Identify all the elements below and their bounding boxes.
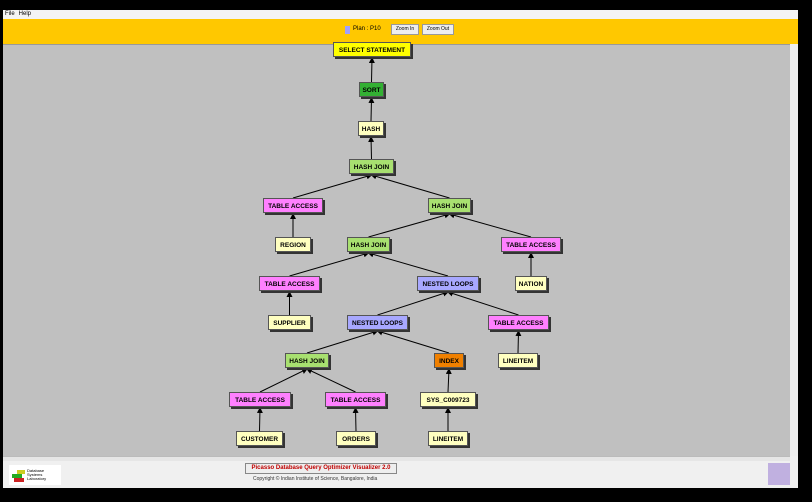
plan-node-lineitem[interactable]: LINEITEM	[498, 353, 538, 368]
plan-node-sort[interactable]: SORT	[359, 82, 384, 97]
svg-text:Database: Database	[27, 468, 45, 473]
svg-text:Laboratory: Laboratory	[27, 476, 46, 481]
zoom-out-button[interactable]: Zoom Out	[422, 24, 454, 35]
plan-edges	[256, 57, 534, 432]
plan-edge	[368, 136, 375, 160]
plan-node-hash-join[interactable]: HASH JOIN	[428, 198, 471, 213]
plan-node-hash-join[interactable]: HASH JOIN	[347, 237, 390, 252]
plan-edge	[256, 407, 263, 432]
plan-edge	[448, 212, 532, 238]
plan-node-table-access[interactable]: TABLE ACCESS	[501, 237, 561, 252]
plan-node-select-statement[interactable]: SELECT STATEMENT	[333, 42, 411, 57]
plan-node-supplier[interactable]: SUPPLIER	[268, 315, 311, 330]
menu-file[interactable]: File	[5, 11, 15, 17]
plan-node-table-access[interactable]: TABLE ACCESS	[229, 392, 291, 407]
plan-edge	[259, 368, 308, 393]
plan-edge	[306, 329, 379, 354]
plan-node-nested-loops[interactable]: NESTED LOOPS	[417, 276, 479, 291]
app-title-button[interactable]: Picasso Database Query Optimizer Visuali…	[245, 463, 397, 474]
plan-node-index[interactable]: INDEX	[434, 353, 464, 368]
horizontal-scrollbar[interactable]	[3, 456, 790, 462]
iisc-logo	[768, 463, 790, 485]
plan-node-orders[interactable]: ORDERS	[336, 431, 376, 446]
plan-edge	[368, 97, 375, 122]
plan-node-table-access[interactable]: TABLE ACCESS	[488, 315, 549, 330]
plan-edge	[377, 290, 449, 316]
copyright-text: Copyright © Indian Institute of Science,…	[253, 476, 378, 482]
plan-node-nation[interactable]: NATION	[515, 276, 547, 291]
plan-edge	[447, 290, 519, 316]
plan-node-hash-join[interactable]: HASH JOIN	[285, 353, 329, 368]
vertical-scrollbar[interactable]	[790, 44, 798, 456]
plan-node-customer[interactable]: CUSTOMER	[236, 431, 283, 446]
plan-indicator: Plan : P10	[345, 25, 381, 34]
plan-edge	[370, 173, 450, 199]
plan-node-hash-join[interactable]: HASH JOIN	[349, 159, 394, 174]
plan-edge	[368, 57, 375, 83]
plan-edge	[306, 368, 356, 393]
plan-color-swatch	[345, 25, 350, 34]
plan-edge	[445, 368, 452, 393]
plan-edge	[292, 173, 373, 199]
plan-edge	[289, 251, 370, 277]
plan-edge	[368, 212, 451, 238]
plan-node-table-access[interactable]: TABLE ACCESS	[325, 392, 386, 407]
menu-help[interactable]: Help	[18, 11, 32, 17]
plan-node-hash[interactable]: HASH	[358, 121, 384, 136]
plan-edge	[367, 251, 449, 277]
plan-node-lineitem[interactable]: LINEITEM	[428, 431, 468, 446]
plan-edge	[352, 407, 359, 432]
plan-node-table-access[interactable]: TABLE ACCESS	[263, 198, 323, 213]
plan-node-sys-c009723[interactable]: SYS_C009723	[420, 392, 476, 407]
plan-edge	[515, 330, 522, 354]
plan-tree-canvas[interactable]: SELECT STATEMENT SORT HASH HASH JOIN TABLE A…	[3, 42, 790, 457]
plan-label: Plan : P10	[353, 26, 381, 32]
plan-node-region[interactable]: REGION	[275, 237, 311, 252]
plan-node-nested-loops[interactable]: NESTED LOOPS	[347, 315, 408, 330]
zoom-in-button[interactable]: Zoom In	[391, 24, 419, 35]
toolbar: Plan : P10 Zoom In Zoom Out	[3, 19, 798, 44]
plan-edge	[376, 329, 450, 354]
plan-node-table-access[interactable]: TABLE ACCESS	[259, 276, 320, 291]
svg-text:Systems: Systems	[27, 472, 42, 477]
